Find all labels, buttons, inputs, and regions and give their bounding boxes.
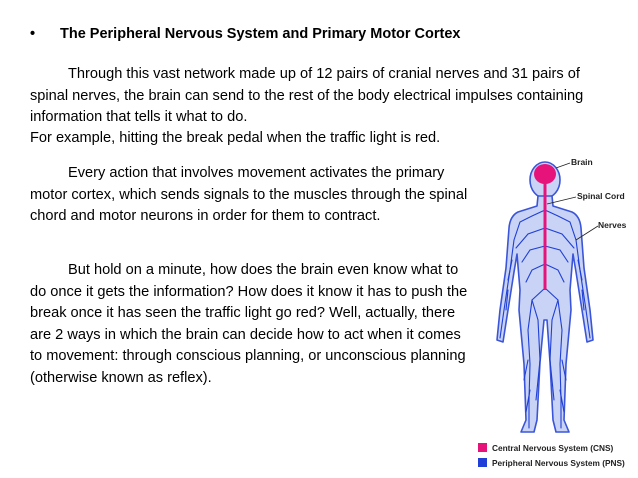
legend-item-pns: Peripheral Nervous System (PNS) [478, 455, 636, 470]
label-pointers [546, 162, 599, 241]
paragraph-example: For example, hitting the break pedal whe… [30, 130, 441, 146]
legend-label-pns: Peripheral Nervous System (PNS) [492, 457, 625, 468]
label-nerves: Nerves [598, 220, 627, 230]
nervous-system-diagram: Brain Spinal Cord Nerves [472, 150, 638, 478]
paragraph-network: Through this vast network made up of 12 … [30, 66, 584, 125]
label-spinal-cord: Spinal Cord [577, 191, 625, 201]
legend-item-cns: Central Nervous System (CNS) [478, 440, 636, 455]
brain-shape [534, 164, 556, 184]
label-brain: Brain [571, 157, 593, 167]
cns-color-swatch [478, 443, 487, 452]
human-body-illustration [496, 161, 599, 433]
paragraph-motor-cortex: Every action that involves movement acti… [30, 165, 468, 224]
central-nervous-system [534, 164, 556, 290]
bullet-point: • [30, 26, 36, 42]
slide-heading: • The Peripheral Nervous System and Prima… [30, 26, 590, 42]
slide-title: The Peripheral Nervous System and Primar… [60, 26, 461, 42]
legend-label-cns: Central Nervous System (CNS) [492, 442, 614, 453]
paragraph-reflex: But hold on a minute, how does the brain… [30, 262, 468, 386]
figure-legend: Central Nervous System (CNS) Peripheral … [478, 440, 636, 470]
peripheral-nerves [499, 209, 591, 429]
pns-color-swatch [478, 458, 487, 467]
